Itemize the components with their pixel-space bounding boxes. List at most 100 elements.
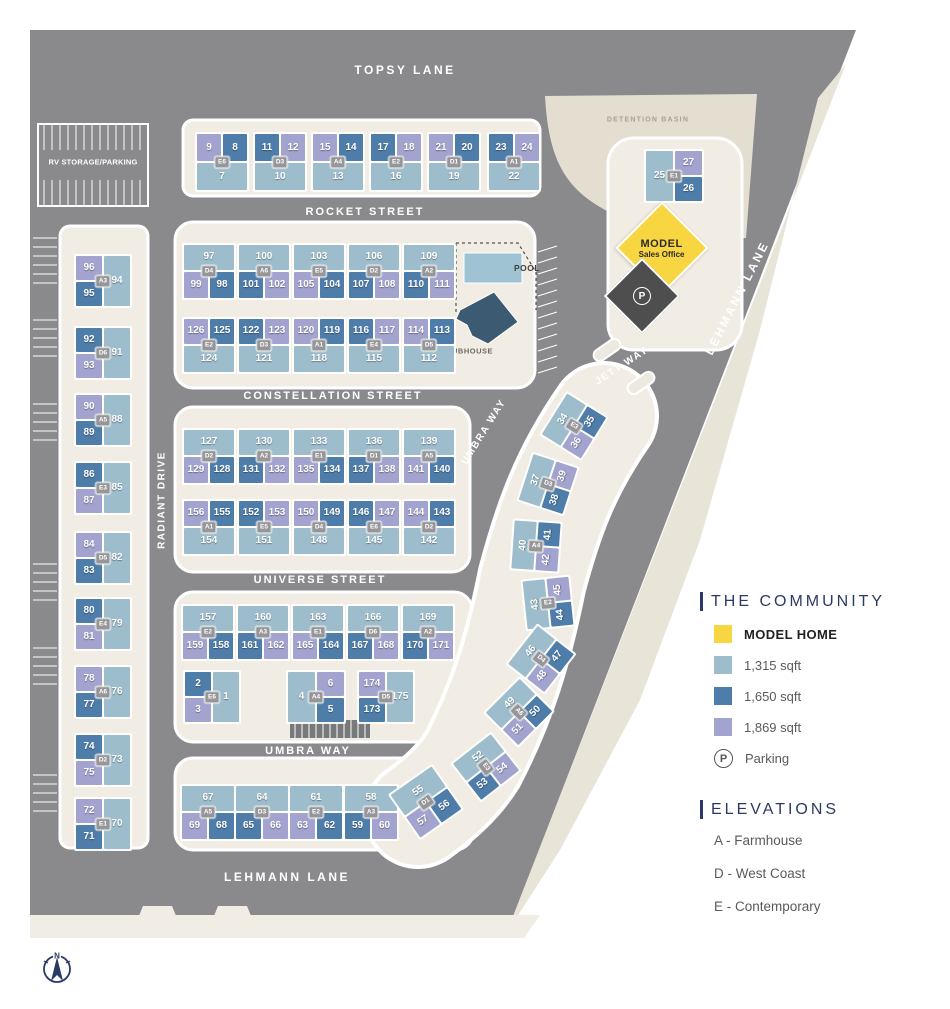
lot-number: 92 bbox=[83, 334, 95, 345]
lot-number: 141 bbox=[407, 463, 425, 475]
north-compass-icon: N bbox=[43, 950, 71, 983]
lot-number: 19 bbox=[448, 170, 460, 182]
lot-number: 63 bbox=[296, 819, 309, 831]
jett-way-island bbox=[626, 370, 656, 396]
lot-number: 18 bbox=[403, 141, 415, 153]
lot-6[interactable]: 6 bbox=[317, 672, 344, 696]
lot-number: 167 bbox=[351, 639, 369, 651]
elevation-tag-E2: E2 bbox=[201, 339, 217, 351]
label-detention-basin: DETENTION BASIN bbox=[606, 116, 690, 124]
elevation-tag-D2: D2 bbox=[366, 265, 382, 277]
lot-162[interactable]: 162 bbox=[264, 633, 288, 659]
lot-number: 96 bbox=[83, 262, 95, 273]
lot-number: 8 bbox=[232, 141, 238, 153]
lot-number: 143 bbox=[433, 507, 451, 519]
legend-swatch-sqft-1315 bbox=[714, 656, 732, 674]
lot-number: 127 bbox=[200, 436, 218, 448]
lot-135[interactable]: 135 bbox=[294, 457, 318, 483]
lot-number: 74 bbox=[83, 741, 95, 752]
lot-number: 5 bbox=[327, 704, 334, 715]
elevations-title-text: ELEVATIONS bbox=[711, 800, 840, 818]
lot-number: 160 bbox=[254, 612, 272, 624]
lot-116[interactable]: 116 bbox=[349, 318, 373, 344]
lot-number: 132 bbox=[268, 463, 286, 475]
lot-61[interactable]: 61 bbox=[290, 785, 342, 811]
lot-number: 117 bbox=[378, 325, 396, 337]
lot-20[interactable]: 20 bbox=[455, 134, 479, 161]
lot-number: 62 bbox=[323, 819, 336, 831]
lot-77[interactable]: 77 bbox=[76, 693, 102, 717]
elevation-tag-A3: A3 bbox=[363, 806, 379, 818]
lot-70[interactable]: 70 bbox=[104, 799, 130, 849]
lot-74[interactable]: 74 bbox=[76, 735, 102, 759]
lot-number: 154 bbox=[200, 534, 218, 546]
lot-3[interactable]: 3 bbox=[185, 698, 211, 722]
lot-number: 17 bbox=[377, 141, 389, 153]
lot-number: 108 bbox=[378, 278, 396, 290]
lot-number: 90 bbox=[83, 401, 95, 412]
lot-number: 144 bbox=[407, 507, 425, 519]
lot-number: 9 bbox=[206, 141, 212, 153]
lot-number: 47 bbox=[549, 648, 566, 664]
lot-number: 64 bbox=[256, 792, 268, 804]
lot-number: 119 bbox=[323, 325, 341, 337]
lot-92[interactable]: 92 bbox=[76, 328, 102, 352]
lot-15[interactable]: 15 bbox=[313, 134, 337, 161]
elevation-tag-D6: D6 bbox=[365, 626, 381, 638]
lot-number: 174 bbox=[363, 678, 381, 689]
lot-number: 101 bbox=[242, 278, 260, 290]
lot-number: 84 bbox=[83, 539, 95, 550]
lot-164[interactable]: 164 bbox=[319, 633, 343, 659]
lot-number: 146 bbox=[352, 507, 370, 519]
lot-114[interactable]: 114 bbox=[404, 318, 428, 344]
lot-number: 103 bbox=[310, 251, 328, 263]
lot-number: 50 bbox=[528, 703, 544, 720]
lot-76[interactable]: 76 bbox=[104, 667, 130, 717]
lot-number: 125 bbox=[213, 325, 231, 337]
lot-number: 145 bbox=[365, 534, 383, 546]
lot-122[interactable]: 122 bbox=[239, 318, 263, 344]
lot-number: 171 bbox=[432, 639, 450, 651]
lot-number: 73 bbox=[111, 754, 123, 765]
pool-parking-stalls bbox=[537, 245, 558, 374]
lot-number: 123 bbox=[268, 325, 286, 337]
lot-number: 54 bbox=[495, 760, 511, 777]
lot-number: 53 bbox=[475, 775, 491, 792]
lot-number: 159 bbox=[186, 639, 204, 651]
lot-number: 155 bbox=[213, 507, 231, 519]
lot-146[interactable]: 146 bbox=[349, 500, 373, 526]
elevation-item-e: E - Contemporary bbox=[714, 899, 821, 914]
lot-9[interactable]: 9 bbox=[197, 134, 221, 161]
lot-number: 75 bbox=[83, 767, 95, 778]
elevation-tag-D1: D1 bbox=[366, 450, 382, 462]
legend-label: 1,315 sqft bbox=[744, 657, 802, 673]
lot-number: 148 bbox=[310, 534, 328, 546]
lot-8[interactable]: 8 bbox=[223, 134, 247, 161]
lot-141[interactable]: 141 bbox=[404, 457, 428, 483]
elevation-tag-A3: A3 bbox=[95, 275, 111, 287]
elevation-tag-D2: D2 bbox=[421, 521, 437, 533]
lot-number: 91 bbox=[111, 347, 123, 358]
lot-number: 20 bbox=[461, 141, 473, 153]
lot-number: 88 bbox=[111, 414, 123, 425]
lot-number: 13 bbox=[332, 170, 344, 182]
lot-133[interactable]: 133 bbox=[294, 429, 344, 455]
lot-139[interactable]: 139 bbox=[404, 429, 454, 455]
lot-number: 120 bbox=[297, 325, 315, 337]
lot-number: 121 bbox=[255, 352, 273, 364]
elevation-tag-D5: D5 bbox=[421, 339, 437, 351]
